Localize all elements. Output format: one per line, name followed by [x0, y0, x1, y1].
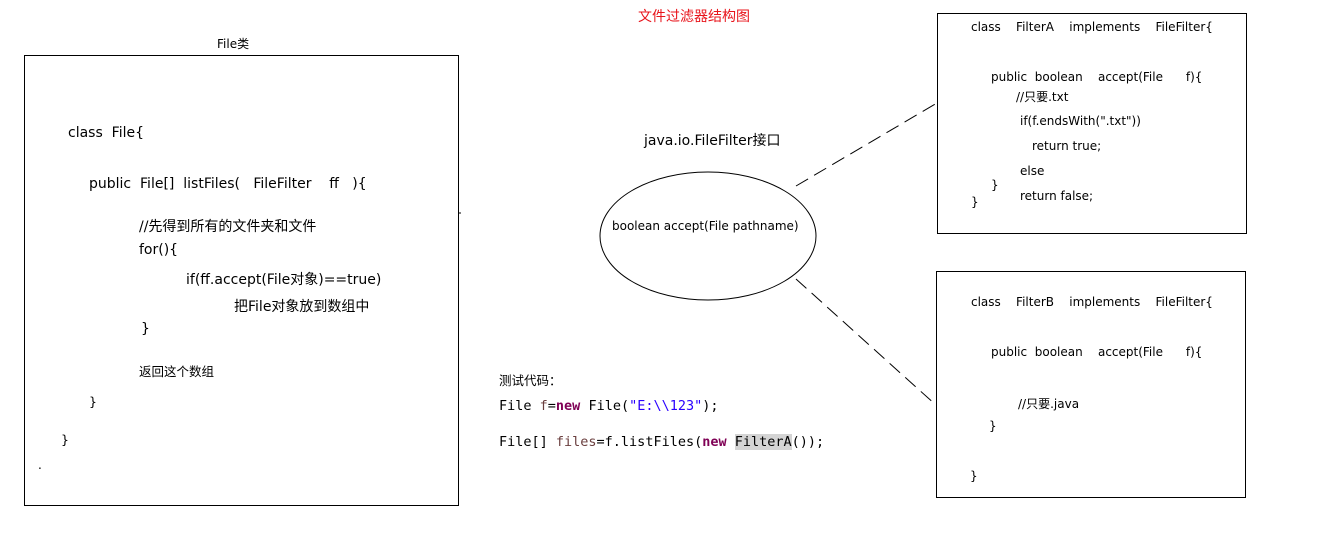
file-class-line-9: } — [89, 394, 97, 409]
file-class-line-11: . — [38, 458, 42, 472]
file-class-line-1: class File{ — [68, 125, 144, 141]
filter-b-line-2: public boolean accept(File f){ — [991, 345, 1203, 359]
dashed-link-filter-b — [795, 278, 938, 407]
code-token: File( — [580, 398, 630, 414]
filter-b-line-3: //只要.java — [1018, 397, 1080, 411]
filter-b-line-5: } — [970, 469, 978, 483]
code-string: "E:\\123" — [629, 398, 703, 414]
filter-b-line-1: class FilterB implements FileFilter{ — [971, 295, 1213, 309]
filter-b-line-4: } — [989, 419, 997, 433]
test-code-line-2: File[] files=f.listFiles(new FilterA()); — [499, 434, 824, 450]
filter-a-line-8: return false; — [1020, 189, 1094, 203]
filter-a-line-9: } — [971, 195, 979, 209]
code-token: File[] — [499, 434, 556, 450]
code-token: File — [499, 398, 540, 414]
file-class-line-3: //先得到所有的文件夹和文件 — [139, 219, 317, 235]
filter-a-line-6: else — [1020, 164, 1045, 178]
interface-ellipse — [599, 171, 817, 301]
file-class-line-7: } — [141, 321, 150, 337]
code-highlight: FilterA — [734, 434, 792, 450]
filter-a-line-1: class FilterA implements FileFilter{ — [971, 20, 1213, 34]
file-class-line-2: public File[] listFiles( FileFilter ff )… — [89, 176, 367, 192]
code-token: ); — [702, 398, 719, 414]
filter-a-line-2: public boolean accept(File f){ — [991, 70, 1203, 84]
interface-label: java.io.FileFilter接口 — [644, 133, 781, 149]
file-class-line-8: 返回这个数组 — [139, 364, 215, 379]
code-token: ()); — [791, 434, 825, 450]
code-token: = — [547, 398, 556, 414]
code-token: =f.listFiles( — [596, 434, 703, 450]
filter-a-line-4: if(f.endsWith(".txt")) — [1020, 114, 1141, 128]
file-class-line-10: } — [61, 432, 69, 447]
code-keyword: new — [555, 398, 581, 414]
code-token: files — [555, 434, 597, 450]
interface-method: boolean accept(File pathname) — [612, 219, 799, 233]
file-class-line-6: 把File对象放到数组中 — [234, 299, 370, 315]
file-class-line-4: for(){ — [139, 242, 179, 258]
filter-a-line-3: //只要.txt — [1016, 90, 1069, 104]
file-class-line-5: if(ff.accept(File对象)==true) — [186, 272, 382, 288]
code-keyword: new — [702, 434, 727, 450]
filter-a-line-7: } — [991, 178, 999, 192]
filter-a-box — [937, 13, 1247, 234]
dashed-link-filter-a — [795, 102, 938, 187]
filter-a-line-5: return true; — [1032, 139, 1102, 153]
file-class-box — [24, 55, 459, 506]
code-token: f — [539, 398, 548, 414]
code-token — [727, 434, 735, 450]
test-code-line-1: File f=new File("E:\\123"); — [499, 398, 719, 414]
test-code-heading: 测试代码： — [499, 373, 562, 388]
filter-b-box — [936, 271, 1246, 498]
diagram-title: 文件过滤器结构图 — [638, 9, 750, 25]
file-class-caption: File类 — [217, 37, 250, 51]
